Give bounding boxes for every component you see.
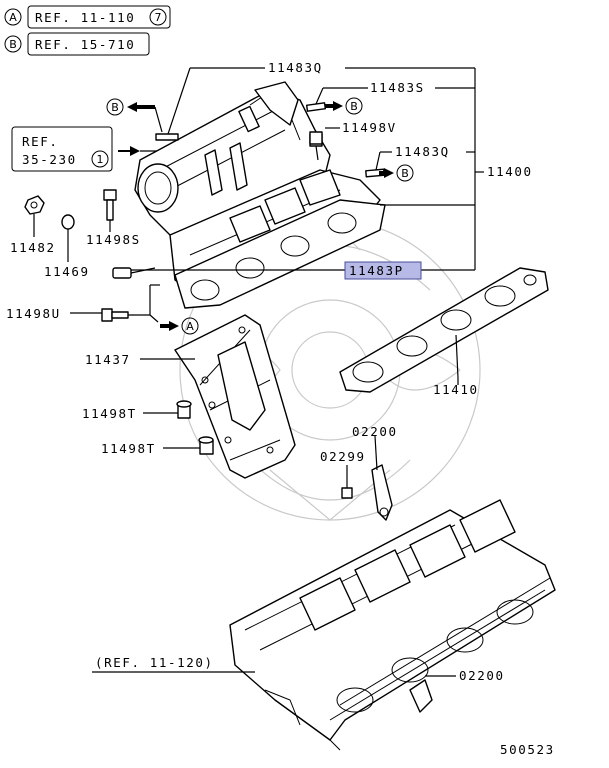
label-11483S: 11483S <box>370 80 425 95</box>
marker-b-11483S: B <box>325 97 363 115</box>
washer-11469 <box>61 214 75 262</box>
nut-11482 <box>24 195 45 237</box>
bolt-11498U <box>101 308 129 322</box>
bolt-11498S <box>103 189 117 232</box>
label-02200-top: 02200 <box>352 424 398 439</box>
svg-text:A: A <box>186 320 194 333</box>
bracket-11437 <box>174 314 296 479</box>
arrow-right-icon <box>160 321 179 331</box>
bolt-02299 <box>341 465 353 499</box>
label-ref-11-120: (REF. 11-120) <box>95 655 214 670</box>
arrow-icon <box>118 146 140 156</box>
ref-box-35-230: REF. 35-230 1 <box>11 126 165 172</box>
ref-b-text: REF. 15-710 <box>35 37 135 52</box>
label-11437: 11437 <box>85 352 131 367</box>
ref-box-num: 1 <box>97 153 104 166</box>
ref-a-text: REF. 11-110 <box>35 10 135 25</box>
label-11483Q-top: 11483Q <box>268 60 323 75</box>
marker-a: A <box>160 317 199 335</box>
arrow-right-icon <box>325 101 343 111</box>
sensor-02200 <box>371 435 393 521</box>
arrow-left-icon <box>127 102 155 112</box>
ref-a-letter: A <box>9 11 17 24</box>
label-11483Q-right: 11483Q <box>395 144 450 159</box>
label-11483P: 11483P <box>349 263 404 278</box>
bolt-11498T-1 <box>176 400 192 419</box>
svg-text:B: B <box>401 167 409 180</box>
label-11482: 11482 <box>10 240 56 255</box>
ref-legend-a: A REF. 11-110 7 <box>4 5 171 29</box>
label-11498V: 11498V <box>342 120 397 135</box>
marker-b-top-left: B <box>106 98 163 133</box>
diagram-id: 500523 <box>500 742 555 757</box>
ref-legend-b: B REF. 15-710 <box>4 32 150 56</box>
svg-text:B: B <box>350 100 358 113</box>
svg-text:B: B <box>111 101 119 114</box>
ref-box-line1: REF. <box>22 134 59 149</box>
label-11400: 11400 <box>487 164 533 179</box>
label-11498U: 11498U <box>6 306 61 321</box>
cylinder-head <box>229 499 556 751</box>
part-labels: 11483Q 11483S 11498V 11483Q 11400 11482 … <box>6 60 555 757</box>
marker-b-11483Q: B <box>379 164 414 182</box>
label-11498T-2: 11498T <box>101 441 156 456</box>
arrow-right-icon <box>379 168 394 178</box>
ref-box-line2: 35-230 <box>22 152 77 167</box>
leader-lines <box>70 67 484 677</box>
stud-11483Q-top <box>155 133 179 141</box>
stud-11483S <box>305 102 327 112</box>
fitting-11483P <box>112 267 156 279</box>
ref-a-num: 7 <box>155 11 162 24</box>
ref-b-letter: B <box>9 38 17 51</box>
bolt-11498V <box>309 131 323 145</box>
label-02200-bottom: 02200 <box>459 668 505 683</box>
gasket-11410 <box>339 267 549 393</box>
label-02299: 02299 <box>320 449 366 464</box>
bolt-11498T-2 <box>198 436 214 455</box>
highlight-11483P <box>344 261 422 280</box>
label-11469: 11469 <box>44 264 90 279</box>
label-11498S: 11498S <box>86 232 141 247</box>
intake-manifold-11400 <box>134 81 386 309</box>
label-11498T-1: 11498T <box>82 406 137 421</box>
label-11410: 11410 <box>433 382 479 397</box>
